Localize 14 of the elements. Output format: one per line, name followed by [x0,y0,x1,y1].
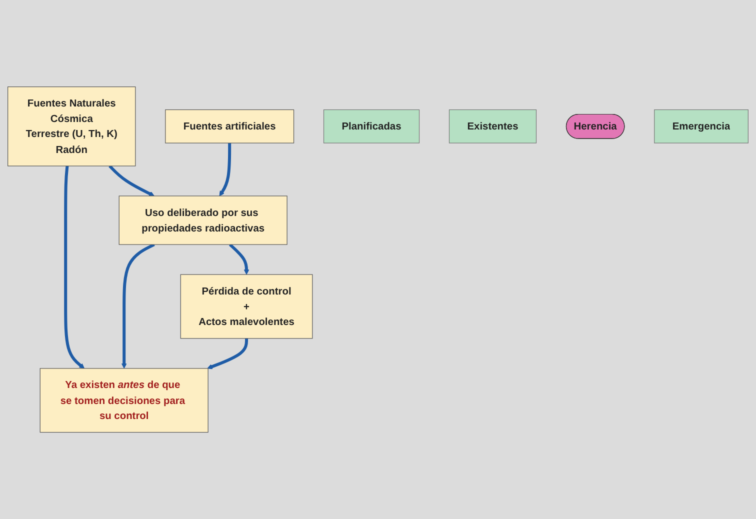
arrow [64,166,85,369]
node-box: Fuentes artificiales [165,109,294,144]
arrow [207,338,248,370]
node-box: Planificadas [323,109,420,144]
node-box: Ya existen antes de que se tomen decisiones para su control [40,368,208,433]
node-box: Uso deliberado por sus propiedades radioactivas [118,196,288,245]
arrow [219,142,232,196]
node-box: Emergencia [654,109,748,144]
node-box: Existentes [448,109,537,144]
arrow [121,243,155,369]
node-box: Fuentes Naturales Cósmica Terrestre (U, Th, K) Radón [8,86,136,166]
arrow [228,243,250,275]
arrow [108,164,154,196]
node-box: Pérdida de control + Actos malevolentes [180,274,313,339]
